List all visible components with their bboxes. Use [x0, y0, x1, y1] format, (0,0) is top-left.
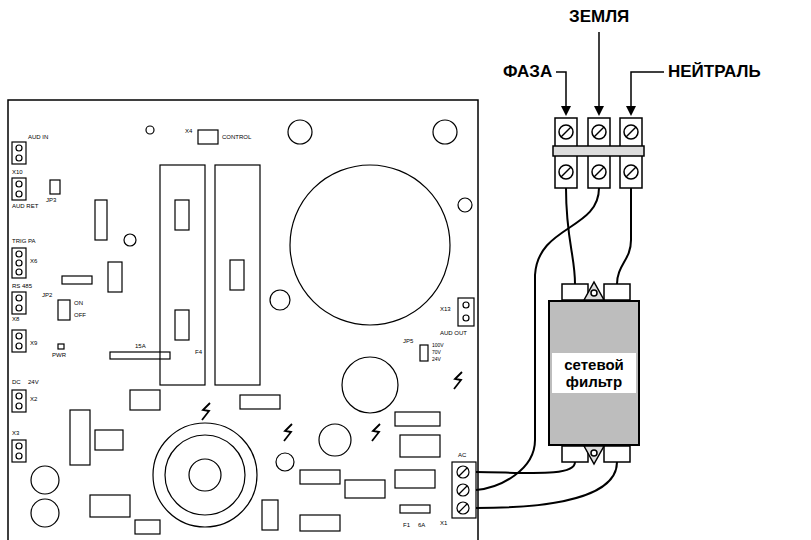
pcb-marking: JP3	[46, 197, 56, 203]
wire-label: ФАЗА	[503, 63, 552, 80]
pcb-marking: 24V	[28, 379, 39, 385]
pcb-marking: PWR	[52, 352, 66, 358]
wire-label: НЕЙТРАЛЬ	[668, 63, 761, 80]
pcb-marking: X2	[30, 396, 37, 402]
pcb-marking: X6	[30, 258, 37, 264]
pcb-marking: AUD OUT	[440, 330, 467, 336]
pcb-marking: JP2	[42, 292, 52, 298]
filter-box: сетевой фильтр	[548, 300, 640, 446]
pcb-marking: X1	[440, 520, 447, 526]
pcb-marking: X3	[12, 430, 19, 436]
pcb-marking: 6A	[418, 522, 425, 528]
pcb-marking: X4	[185, 128, 192, 134]
pcb-marking: F4	[195, 349, 202, 355]
pcb-marking: 100V	[432, 343, 444, 348]
pcb-marking: JP5	[403, 338, 413, 344]
pcb-marking: 70V	[432, 350, 441, 355]
pcb-marking: OFF	[74, 312, 86, 318]
pcb-marking: CONTROL	[222, 134, 251, 140]
pcb-marking: F1	[403, 522, 410, 528]
pcb-marking: TRIG PA	[12, 238, 36, 244]
pcb-marking: 24V	[432, 357, 441, 362]
pcb-marking: AUD RET	[12, 203, 38, 209]
pcb-marking: X10	[12, 169, 23, 175]
pcb-marking: DC	[12, 379, 21, 385]
pcb-marking: AUD IN	[28, 134, 48, 140]
pcb-marking: RS 485	[12, 283, 32, 289]
pcb-marking: X13	[440, 306, 451, 312]
node-label: сетевой фильтр	[552, 353, 636, 394]
pcb-marking: AC	[458, 452, 466, 458]
pcb-marking: X8	[12, 316, 19, 322]
pcb-marking: 15A	[135, 343, 146, 349]
pcb-marking: X9	[30, 340, 37, 346]
pcb-marking: ON	[74, 300, 83, 306]
wire-label: ЗЕМЛЯ	[569, 8, 629, 25]
